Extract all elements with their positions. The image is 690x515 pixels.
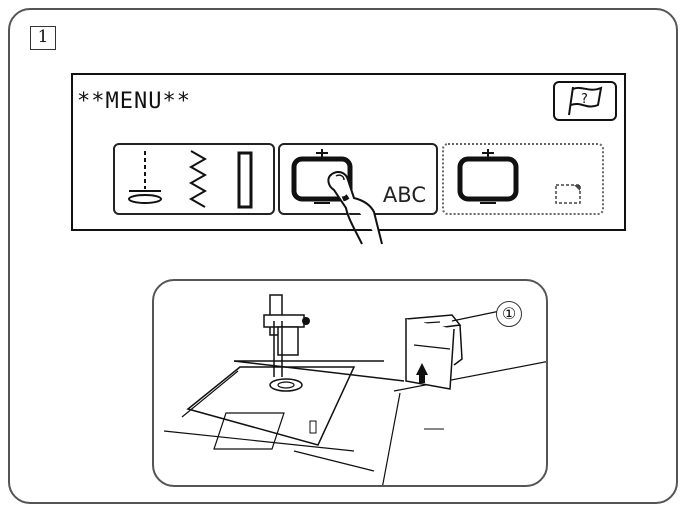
zigzag-stitch-icon xyxy=(188,150,208,208)
embroidery-unit-icon xyxy=(404,314,463,390)
needle-bar-icon xyxy=(263,294,310,377)
straight-stitch-icon xyxy=(128,151,162,204)
step-number: 1 xyxy=(30,26,56,50)
embroidery-hoop-icon xyxy=(457,149,519,204)
help-button[interactable]: ? xyxy=(553,81,617,121)
embroidery-button-label: ABC xyxy=(382,183,426,207)
utility-stitch-button[interactable] xyxy=(113,143,275,215)
menu-title: **MENU** xyxy=(77,89,191,114)
flag-question-icon: ? xyxy=(568,86,603,116)
edit-frame-icon xyxy=(555,184,581,204)
buttonhole-icon xyxy=(237,151,253,209)
embroidery-hoop-icon xyxy=(291,149,353,204)
embroidery-button[interactable]: ABC xyxy=(278,143,438,215)
presser-foot-icon xyxy=(269,378,303,392)
embroidery-edit-button[interactable] xyxy=(442,143,604,215)
sewing-machine-illustration xyxy=(152,279,548,487)
machine-bed-icon xyxy=(233,360,546,485)
needle-plate-icon xyxy=(163,360,384,472)
lcd-screen: **MENU** ? xyxy=(71,73,626,231)
help-question-mark: ? xyxy=(581,92,588,107)
callout-number: ① xyxy=(496,301,522,327)
pointing-hand-icon xyxy=(327,171,383,245)
callout-leader-line xyxy=(451,310,501,322)
